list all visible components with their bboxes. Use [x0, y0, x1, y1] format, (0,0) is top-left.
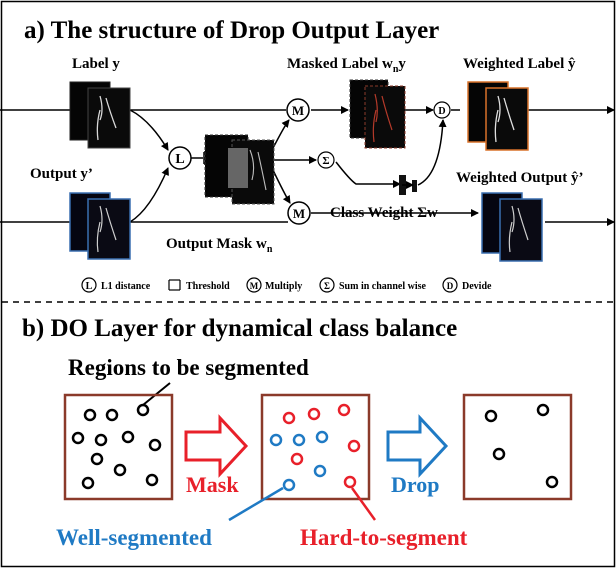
multiply-operator-top: M — [286, 98, 310, 122]
mask-arrow — [184, 414, 249, 478]
svg-text:Sum in channel wise: Sum in channel wise — [339, 281, 427, 292]
multiply-bottom-label: M — [293, 206, 305, 221]
svg-text:L1 distance: L1 distance — [101, 281, 151, 292]
l1-operator: L — [168, 146, 192, 170]
weighted-label-image-stack — [467, 81, 529, 151]
well-segmented-pointer — [228, 486, 284, 522]
svg-text:D: D — [447, 281, 454, 291]
part-a-title: a) The structure of Drop Output Layer — [24, 17, 439, 44]
sum-to-class-weight — [335, 161, 401, 188]
output-y-text: Output y’ — [30, 166, 93, 182]
legend-item-multiply: M Multiply — [246, 277, 302, 293]
legend-item-sum: Σ Sum in channel wise — [319, 277, 427, 293]
divide-operator: D — [433, 101, 451, 119]
legend: L L1 distance Threshold M Multiply Σ Sum… — [81, 277, 492, 293]
svg-text:Multiply: Multiply — [265, 281, 302, 292]
weighted-label-text: Weighted Label ŷ — [463, 56, 576, 72]
svg-text:L: L — [86, 281, 93, 292]
masked-label-text: Masked Label wny — [287, 56, 406, 75]
class-weight-bar-2 — [412, 180, 417, 192]
class-weight-text: Class Weight Σw — [330, 205, 438, 221]
class-weight-to-divide — [417, 119, 447, 186]
label-to-l-arrow — [129, 109, 169, 151]
weighted-output-text: Weighted Output ŷ’ — [456, 170, 584, 186]
mask-to-multiply-top — [271, 119, 290, 151]
input-regions-box — [63, 393, 174, 501]
masked-region-circles — [269, 403, 361, 492]
output-to-l-arrow — [129, 167, 169, 223]
multiply-operator-bottom: M — [287, 201, 311, 225]
legend-item-divide: D Devide — [442, 277, 492, 293]
mask-image-stack — [204, 134, 275, 205]
label-image-stack — [69, 81, 131, 149]
hard-segment-pointer — [350, 487, 377, 521]
regions-label: Regions to be segmented — [68, 355, 309, 380]
well-segmented-label: Well-segmented — [56, 525, 212, 550]
output-mask-text: Output Mask wn — [166, 236, 273, 255]
mask-to-multiply-bottom — [271, 167, 291, 204]
masked-regions-box — [260, 393, 371, 501]
svg-text:M: M — [250, 281, 259, 291]
input-region-circles — [71, 403, 162, 490]
drop-label: Drop — [391, 472, 440, 497]
svg-text:Devide: Devide — [462, 281, 492, 292]
masked-label-image-stack — [349, 79, 406, 149]
l1-operator-label: L — [175, 152, 184, 167]
legend-item-threshold: Threshold — [168, 279, 230, 292]
divide-operator-label: D — [438, 106, 445, 117]
hard-to-segment-label: Hard-to-segment — [300, 525, 468, 550]
dropped-regions-box — [462, 393, 573, 501]
sum-operator-label: Σ — [322, 155, 329, 167]
part-b-title: b) DO Layer for dynamical class balance — [22, 315, 457, 342]
sum-operator: Σ — [317, 151, 335, 169]
drop-arrow — [386, 414, 449, 478]
legend-item-l1: L L1 distance — [81, 277, 151, 293]
mask-label: Mask — [186, 472, 239, 497]
label-y-text: Label y — [72, 56, 120, 72]
svg-text:Σ: Σ — [324, 281, 330, 291]
weighted-output-image-stack — [481, 192, 543, 262]
dropped-region-circles — [484, 403, 559, 489]
multiply-top-label: M — [292, 103, 304, 118]
svg-text:Threshold: Threshold — [186, 281, 230, 292]
output-image-stack — [69, 192, 131, 260]
